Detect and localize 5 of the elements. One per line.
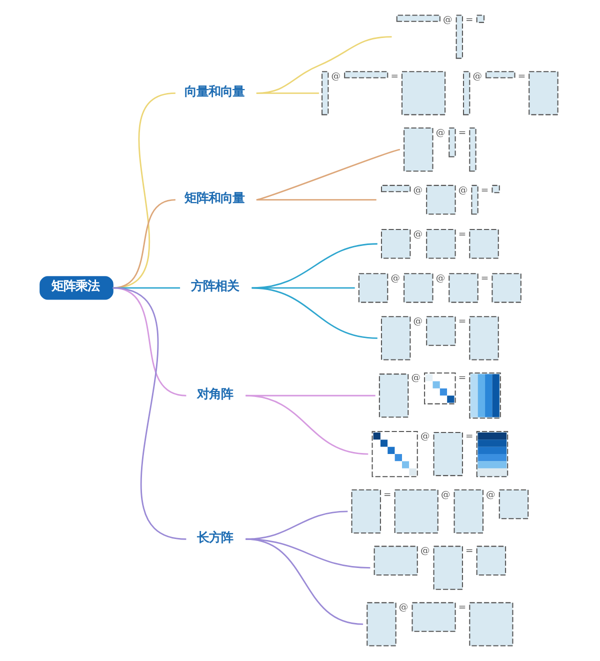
node-text: 对角阵 [196,386,232,401]
node-text: 向量和向量 [184,84,244,98]
node-text: 方阵相关 [190,279,238,294]
node-text: 矩阵和向量 [184,190,244,205]
node-text: 长方阵 [196,530,232,544]
